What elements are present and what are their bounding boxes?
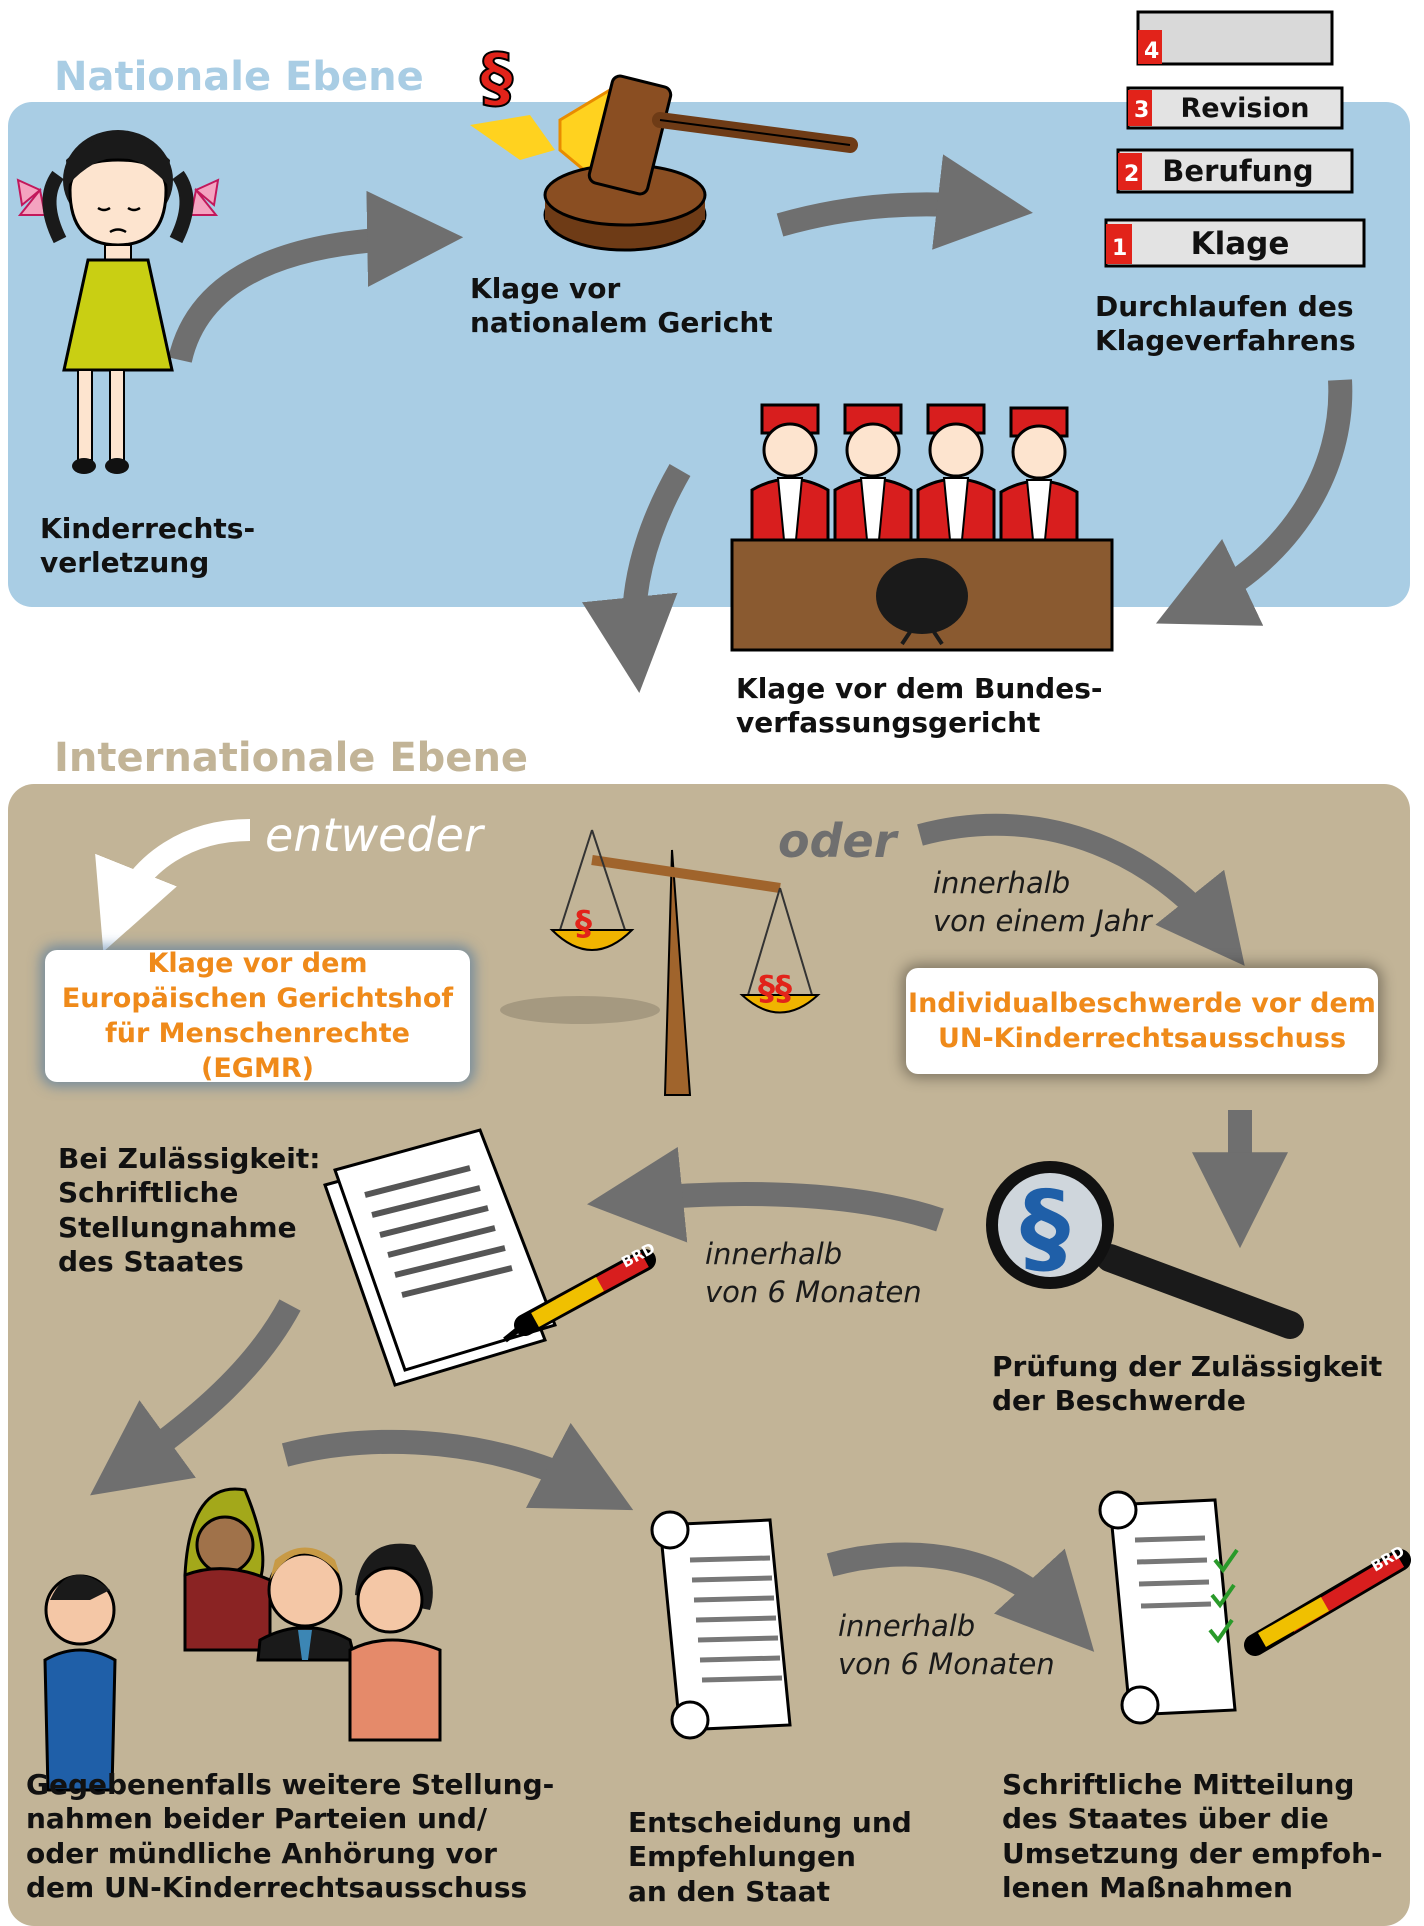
svg-text:§: §	[480, 39, 513, 116]
within-one-year-label: innerhalb von einem Jahr	[933, 866, 1152, 938]
within-six-months-label-1: innerhalb von 6 Monaten	[705, 1237, 922, 1309]
arrow-check-to-statement	[587, 1146, 944, 1243]
egmr-box: Klage vor dem Europäischen Gerichtshof f…	[45, 948, 470, 1084]
stair-3-num: 3	[1134, 98, 1149, 123]
person-man-glasses	[256, 1547, 357, 1662]
child-violation-label: Kinderrechts- verletzung	[40, 512, 256, 580]
judge-4	[999, 406, 1079, 547]
either-label: entweder	[265, 808, 483, 862]
person-woman-headscarf	[183, 1487, 272, 1652]
stair-4-num: 4	[1144, 39, 1159, 64]
stairs-illustration: 4 3 2 1 Revision Berufung Klage	[1104, 10, 1366, 268]
people-illustration	[43, 1487, 442, 1792]
judge-1	[750, 403, 830, 547]
arrow-hearing-to-decision	[281, 1422, 634, 1511]
stair-berufung: Berufung	[1162, 154, 1313, 188]
arrow-oder	[917, 813, 1245, 966]
national-court-label: Klage vor nationalem Gericht	[470, 272, 773, 340]
international-title: Internationale Ebene	[54, 735, 529, 781]
gavel-illustration: §	[470, 38, 858, 252]
national-title: Nationale Ebene	[54, 54, 424, 100]
stair-2-num: 2	[1124, 162, 1139, 187]
implementation-label: Schriftliche Mitteilung des Staates über…	[1002, 1768, 1383, 1905]
or-label: oder	[778, 814, 897, 868]
judge-3	[916, 403, 996, 547]
bverfg-label: Klage vor dem Bundes- verfassungsgericht	[736, 672, 1103, 740]
further-statements-label: Gegebenenfalls weitere Stellung- nahmen …	[26, 1768, 555, 1905]
national-panel	[8, 102, 1410, 607]
constitutional-court-illustration	[730, 403, 1114, 652]
arrow-court-to-stairs	[776, 154, 1033, 250]
svg-text:§§: §§	[758, 969, 792, 1009]
federal-eagle-icon	[876, 558, 968, 646]
implementation-scroll-illustration: BRD	[1098, 1490, 1411, 1725]
svg-text:§: §	[1020, 1169, 1070, 1286]
state-statement-label: Bei Zulässigkeit: Schriftliche Stellungn…	[58, 1142, 321, 1279]
stair-revision: Revision	[1180, 93, 1309, 124]
un-complaint-box: Individualbeschwerde vor dem UN-Kinderre…	[906, 968, 1378, 1074]
svg-text:§: §	[575, 904, 592, 944]
appeal-process-label: Durchlaufen des Klageverfahrens	[1095, 290, 1356, 358]
stair-klage: Klage	[1191, 226, 1290, 262]
judge-2	[833, 403, 913, 547]
stair-1-num: 1	[1112, 236, 1127, 261]
within-six-months-label-2: innerhalb von 6 Monaten	[838, 1609, 1055, 1681]
sad-child-illustration	[16, 130, 220, 474]
arrow-child-to-court	[168, 190, 464, 363]
person-woman-dark-hair	[348, 1543, 442, 1742]
decision-scroll-illustration	[650, 1510, 792, 1740]
person-child	[43, 1574, 117, 1792]
arrow-stairs-to-bverfg	[1155, 379, 1353, 626]
magnifier-illustration: §	[986, 1161, 1304, 1339]
decision-label: Entscheidung und Empfehlungen an den Sta…	[628, 1806, 912, 1908]
documents-illustration: BRD	[323, 1128, 658, 1387]
admissibility-check-label: Prüfung der Zulässigkeit der Beschwerde	[992, 1350, 1383, 1418]
checkmark-icon	[1208, 1548, 1239, 1644]
arrow-decision-to-implementation	[826, 1542, 1095, 1652]
arrow-statement-to-hearing	[90, 1299, 301, 1496]
arrow-entweder	[95, 819, 251, 952]
arrow-bverfg-to-international	[581, 464, 691, 693]
scales-of-justice-illustration: § §§	[500, 829, 821, 1096]
